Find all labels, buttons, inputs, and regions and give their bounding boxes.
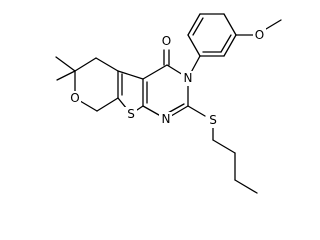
bond-c4b-c5 (95, 57, 119, 72)
atom-layer: O N N S O S O (68, 28, 266, 128)
pyran-oxygen-label: O (70, 91, 79, 105)
bond-aryl-5-6 (223, 34, 237, 57)
bond-c6-methyl-a (55, 56, 76, 72)
pyran-oxygen-atom: O (68, 91, 81, 106)
thioether-sulfur-label: S (209, 113, 217, 127)
bond-aryl-inner-b (220, 34, 232, 53)
bond-ch2c-ch3 (234, 179, 258, 194)
bond-layer (55, 13, 282, 194)
ring-nitrogen-3-atom: N (181, 71, 194, 86)
ring-nitrogen-3-label: N (184, 71, 193, 85)
methoxy-oxygen-atom: O (253, 28, 266, 43)
bond-o-ch3 (265, 19, 282, 30)
bond-c4a-c4 (142, 64, 168, 80)
bond-c5-c6 (74, 57, 97, 72)
diagram-canvas: O N N S O S O (55, 13, 282, 194)
bond-c6-methyl-b (56, 70, 76, 81)
ring-nitrogen-1-atom: N (159, 112, 172, 127)
bond-aryl-1-2 (187, 34, 201, 57)
bond-c8-c8a (96, 97, 119, 112)
thiophene-sulfur-label: S (127, 107, 135, 121)
bond-aryl-inner-a (192, 17, 204, 36)
thioether-sulfur-atom: S (206, 113, 219, 128)
bond-c2-s (187, 105, 206, 117)
ring-nitrogen-1-label: N (162, 112, 171, 126)
bond-ch2a-ch2b (212, 139, 236, 154)
molecule-structure: O N N S O S O (55, 13, 282, 194)
bond-c4b-c4a (117, 70, 144, 80)
methoxy-oxygen-label: O (255, 28, 264, 42)
bond-aryl-2-3 (187, 13, 201, 36)
thiophene-sulfur-atom: S (124, 107, 137, 122)
carbonyl-oxygen-atom: O (160, 33, 173, 48)
bond-aryl-4-5 (223, 13, 237, 36)
carbonyl-oxygen-label: O (162, 34, 171, 48)
